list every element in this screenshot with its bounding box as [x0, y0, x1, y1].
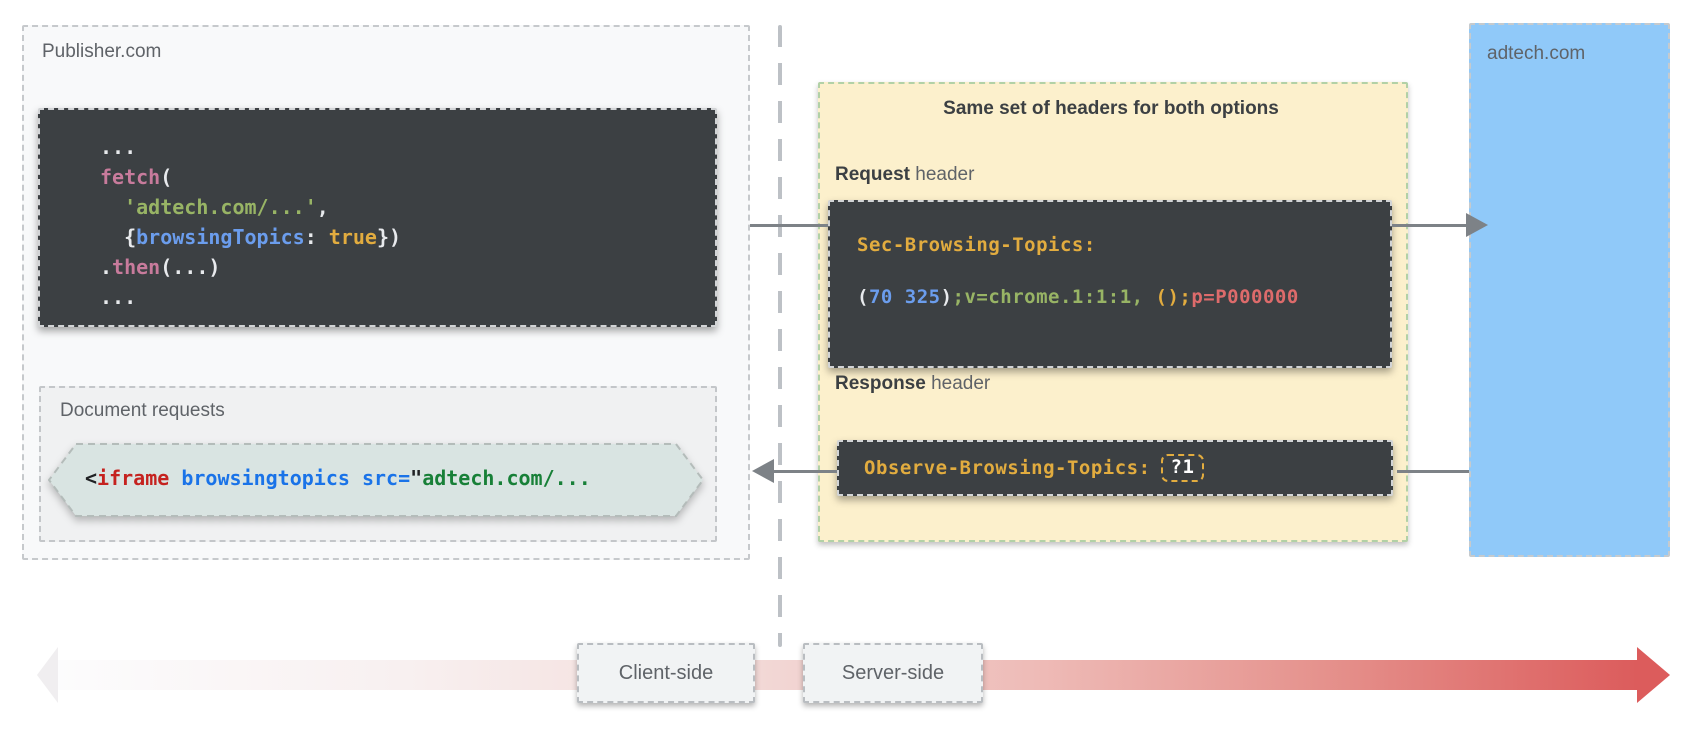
iframe-code: <iframe browsingtopics src="adtech.com/.…	[85, 466, 591, 490]
response-header-label: Response header	[835, 373, 990, 395]
response-header-value-chip: ?1	[1160, 454, 1205, 482]
response-header-block: Observe-Browsing-Topics: ?1	[837, 440, 1393, 496]
timeline-left-arrowhead-icon	[37, 647, 58, 703]
response-arrowhead-icon	[752, 459, 774, 483]
client-side-label-box: Client-side	[577, 643, 755, 703]
request-to-adtech-connector	[1392, 224, 1468, 227]
adtech-box: adtech.com	[1469, 23, 1670, 557]
response-header-label-rest: header	[925, 373, 991, 394]
document-requests-label: Document requests	[60, 400, 225, 421]
client-side-label: Client-side	[618, 661, 714, 684]
adtech-to-response-connector	[1397, 470, 1469, 473]
request-header-value: (70 325);v=chrome.1:1:1, ();p=P000000	[857, 286, 1299, 308]
headers-panel-title: Same set of headers for both options	[943, 98, 1279, 119]
adtech-label: adtech.com	[1487, 43, 1586, 64]
request-header-label: Request header	[835, 164, 974, 186]
response-header-name: Observe-Browsing-Topics:	[864, 457, 1151, 479]
request-arrowhead-icon	[1466, 213, 1488, 237]
server-side-label: Server-side	[841, 661, 945, 684]
request-header-block: Sec-Browsing-Topics: (70 325);v=chrome.1…	[828, 200, 1392, 368]
request-header-name: Sec-Browsing-Topics:	[857, 234, 1096, 256]
request-header-label-rest: header	[909, 164, 975, 185]
fetch-code: ...fetch( 'adtech.com/...', {browsingTop…	[100, 135, 402, 309]
server-side-label-box: Server-side	[803, 643, 983, 703]
publisher-to-request-connector	[750, 224, 828, 227]
publisher-label: Publisher.com	[42, 41, 162, 62]
client-server-separator-line	[778, 25, 782, 647]
iframe-hexagon	[48, 443, 705, 517]
request-header-label-bold: Request	[835, 164, 910, 185]
fetch-code-block: ...fetch( 'adtech.com/...', {browsingTop…	[38, 108, 717, 327]
response-to-publisher-connector	[772, 470, 837, 473]
timeline-right-arrowhead-icon	[1637, 647, 1670, 703]
response-header-label-bold: Response	[835, 373, 926, 394]
